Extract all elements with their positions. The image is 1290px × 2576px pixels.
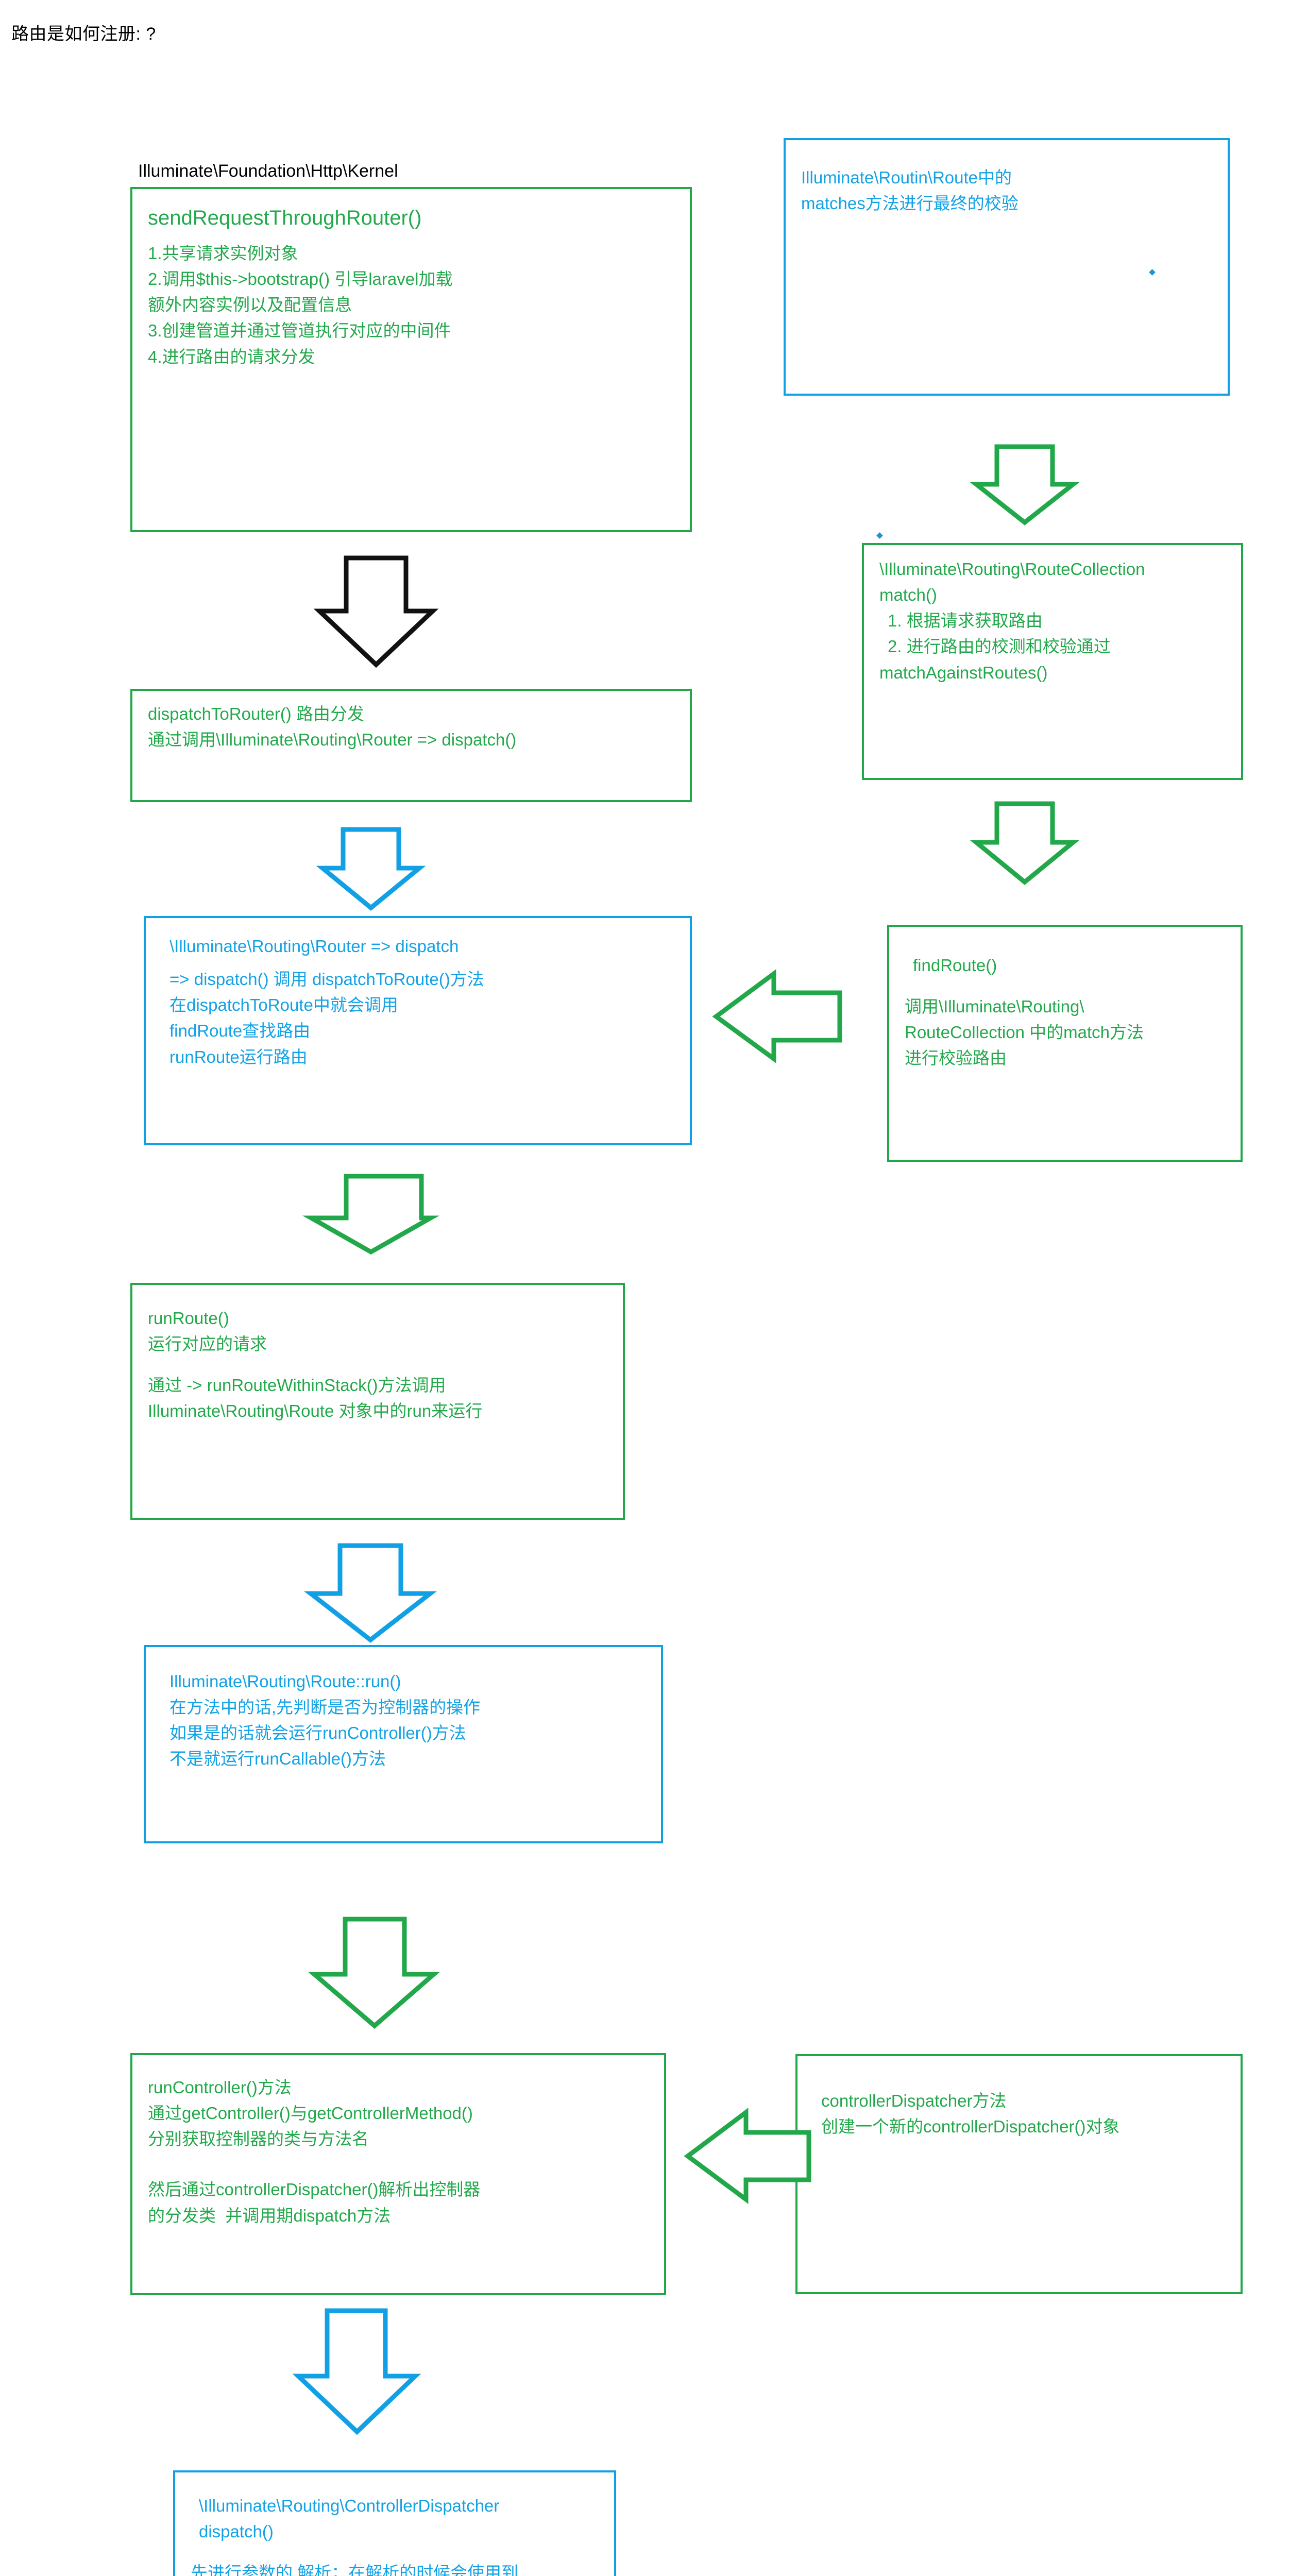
node-line: \Illuminate\Routing\Router => dispatch — [169, 937, 459, 956]
node-line: 的分发类 并调用期dispatch方法 — [148, 2206, 391, 2225]
node-line: \Illuminate\Routing\ControllerDispatcher — [199, 2496, 500, 2515]
anchor-dot-icon — [876, 532, 883, 539]
node-send-request-through-router[interactable]: sendRequestThroughRouter() 1.共享请求实例对象 2.… — [130, 187, 692, 532]
node-line: 分别获取控制器的类与方法名 — [148, 2129, 369, 2149]
node-line: 1.共享请求实例对象 — [148, 244, 298, 263]
node-line: 3.创建管道并通过管道执行对应的中间件 — [148, 321, 451, 341]
page-title: 路由是如何注册: ? — [11, 24, 156, 44]
node-line: 通过getController()与getControllerMethod() — [148, 2104, 473, 2123]
node-line: 通过调用\Illuminate\Routing\Router => dispat… — [148, 730, 517, 750]
node-line: 在方法中的话,先判断是否为控制器的操作 — [169, 1698, 481, 1717]
node-line: 额外内容实例以及配置信息 — [148, 295, 352, 315]
node-line: 在dispatchToRoute中就会调用 — [169, 995, 398, 1015]
arrow-kernel-to-dispatch-to-router — [313, 555, 439, 669]
node-dispatch-to-router[interactable]: dispatchToRouter() 路由分发 通过调用\Illuminate\… — [130, 689, 692, 802]
arrow-find-route-to-router-dispatch — [712, 969, 842, 1063]
node-line: Illuminate\Routin\Route中的 — [801, 168, 1012, 187]
node-line: matchAgainstRoutes() — [879, 663, 1048, 682]
node-line: dispatch() — [199, 2522, 274, 2541]
node-line: 2. 进行路由的校测和校验通过 — [888, 637, 1111, 656]
node-route-collection-match[interactable]: \Illuminate\Routing\RouteCollection matc… — [862, 543, 1243, 780]
node-line: findRoute查找路由 — [169, 1021, 311, 1041]
node-line: dispatchToRouter() 路由分发 — [148, 704, 364, 723]
node-route-run[interactable]: Illuminate\Routing\Route::run() 在方法中的话,先… — [144, 1645, 663, 1843]
node-line: 先进行参数的 解析；在解析的时候会使用到 — [191, 2563, 519, 2576]
node-line: 通过 -> runRouteWithinStack()方法调用 — [148, 1376, 446, 1395]
node-line: => dispatch() 调用 dispatchToRoute()方法 — [169, 970, 484, 989]
node-line: matches方法进行最终的校验 — [801, 194, 1019, 213]
node-controller-dispatcher-dispatch[interactable]: \Illuminate\Routing\ControllerDispatcher… — [173, 2470, 616, 2576]
node-run-controller[interactable]: runController()方法 通过getController()与getC… — [130, 2053, 666, 2295]
node-line: 1. 根据请求获取路由 — [888, 611, 1043, 631]
arrow-controller-dispatcher-to-run-controller — [684, 2107, 811, 2204]
node-router-dispatch[interactable]: \Illuminate\Routing\Router => dispatch =… — [144, 916, 692, 1145]
arrow-route-collection-to-find-route — [970, 801, 1080, 886]
node-line: 2.调用$this->bootstrap() 引导laravel加载 — [148, 269, 453, 289]
arrow-route-run-to-run-controller — [308, 1917, 440, 2030]
node-line: 然后通过controllerDispatcher()解析出控制器 — [148, 2180, 481, 2199]
node-line: runRoute() — [148, 1309, 229, 1328]
node-line: 4.进行路由的请求分发 — [148, 347, 315, 366]
arrow-run-route-to-route-run — [303, 1543, 437, 1643]
node-line: Illuminate\Routing\Route 对象中的run来运行 — [148, 1401, 483, 1421]
node-line: sendRequestThroughRouter() — [148, 207, 422, 229]
node-line: Illuminate\Routing\Route::run() — [169, 1672, 401, 1691]
node-line: 如果是的话就会运行runController()方法 — [169, 1723, 466, 1743]
node-line: 调用\Illuminate\Routing\ — [905, 997, 1084, 1016]
arrow-dispatch-to-router-to-router-dispatch — [316, 827, 426, 912]
arrow-run-controller-to-controller-dispatcher-dispatch — [292, 2308, 424, 2437]
node-line: 进行校验路由 — [905, 1048, 1007, 1068]
node-find-route[interactable]: findRoute() 调用\Illuminate\Routing\ Route… — [887, 925, 1243, 1162]
kernel-namespace-caption: Illuminate\Foundation\Http\Kernel — [138, 161, 398, 181]
node-line: runController()方法 — [148, 2078, 292, 2097]
node-line: runRoute运行路由 — [169, 1047, 308, 1066]
node-line: \Illuminate\Routing\RouteCollection — [879, 560, 1145, 579]
node-controller-dispatcher-method[interactable]: controllerDispatcher方法 创建一个新的controllerD… — [795, 2054, 1243, 2294]
node-run-route[interactable]: runRoute() 运行对应的请求 通过 -> runRouteWithinS… — [130, 1283, 625, 1520]
arrow-matches-to-route-collection — [970, 444, 1080, 527]
node-route-matches[interactable]: Illuminate\Routin\Route中的 matches方法进行最终的… — [784, 138, 1230, 396]
node-line: controllerDispatcher方法 — [821, 2091, 1007, 2110]
node-line: 不是就运行runCallable()方法 — [169, 1749, 386, 1769]
arrow-router-dispatch-to-run-route — [302, 1174, 440, 1256]
node-line: 运行对应的请求 — [148, 1334, 267, 1354]
node-line: match() — [879, 585, 937, 605]
node-line: 创建一个新的controllerDispatcher()对象 — [821, 2117, 1120, 2137]
node-line: findRoute() — [913, 956, 997, 975]
node-line: RouteCollection 中的match方法 — [905, 1023, 1144, 1042]
